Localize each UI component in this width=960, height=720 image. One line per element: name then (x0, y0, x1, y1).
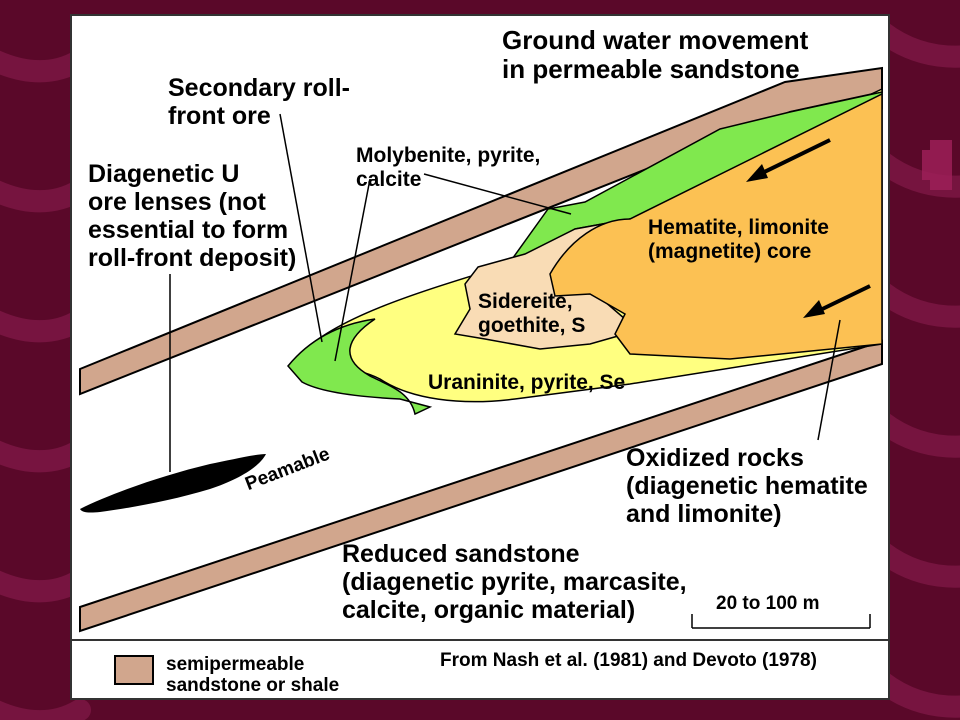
reduced-label: Reduced sandstone (diagenetic pyrite, ma… (342, 540, 687, 624)
leader-secondary-ore-lower (279, 113, 323, 343)
uraninite-label: Uraninite, pyrite, Se (428, 371, 626, 394)
hematite-line2: (magnetite) core (648, 239, 812, 263)
molybenite-line2: calcite (356, 167, 422, 191)
reduced-line1: Reduced sandstone (342, 540, 580, 568)
leader-molybenite (423, 173, 572, 215)
leader-secondary-ore-upper (334, 178, 371, 362)
sidereite-line1: Sidereite, (478, 290, 573, 313)
legend-label: semipermeable sandstone or shale (166, 654, 339, 697)
legend-line2: sandstone or shale (166, 675, 340, 697)
groundwater-flow-arrow-icon (803, 284, 871, 318)
hematite-line1: Hematite, limonite (648, 216, 829, 239)
sidereite-label: Sidereite, goethite, S (478, 290, 585, 337)
diagenetic-line4: roll-front deposit) (88, 244, 297, 272)
reduced-line3: calcite, organic material) (342, 596, 636, 624)
leader-oxidized (817, 319, 841, 441)
header-line2: in permeable sandstone (502, 54, 800, 85)
molybenite-line1: Molybenite, pyrite, (356, 144, 541, 167)
diagenetic-line3: essential to form (88, 216, 289, 244)
scale-bar (691, 614, 871, 629)
secondary-ore-zone-lower (287, 318, 433, 416)
credit-line: From Nash et al. (1981) and Devoto (1978… (440, 650, 817, 671)
molybenite-label: Molybenite, pyrite, calcite (356, 144, 540, 191)
secondary-ore-line2: front ore (168, 102, 271, 130)
oxidized-label: Oxidized rocks (diagenetic hematite and … (626, 444, 868, 528)
oxidized-line1: Oxidized rocks (626, 444, 804, 472)
header-line1: Ground water movement (502, 25, 809, 55)
diagenetic-lenses-label: Diagenetic U ore lenses (not essential t… (88, 160, 296, 272)
oxidized-core (549, 92, 883, 360)
scale-bar-label: 20 to 100 m (716, 593, 820, 614)
lower-shale-band (79, 339, 883, 633)
diagenetic-ore-lens (80, 454, 266, 513)
diagenetic-line2: ore lenses (not (88, 188, 266, 216)
reduced-line2: (diagenetic pyrite, marcasite, (342, 568, 687, 596)
groundwater-flow-arrow-icon (746, 138, 831, 182)
diagram-card: Ground water movement in permeable sands… (70, 14, 890, 700)
oxidized-line3: and limonite) (626, 500, 782, 528)
roll-front-diagram (70, 14, 890, 700)
hematite-core-label: Hematite, limonite (magnetite) core (648, 216, 829, 263)
legend-swatch-shale (114, 655, 154, 685)
sidereite-line2: goethite, S (478, 313, 586, 337)
secondary-ore-label: Secondary roll- front ore (168, 74, 350, 130)
diagenetic-line1: Diagenetic U (88, 160, 240, 188)
oxidized-line2: (diagenetic hematite (626, 472, 868, 500)
legend-line1: semipermeable (166, 654, 305, 675)
header-label: Ground water movement in permeable sands… (502, 25, 809, 85)
leader-lines (169, 113, 841, 472)
secondary-ore-line1: Secondary roll- (168, 74, 350, 102)
